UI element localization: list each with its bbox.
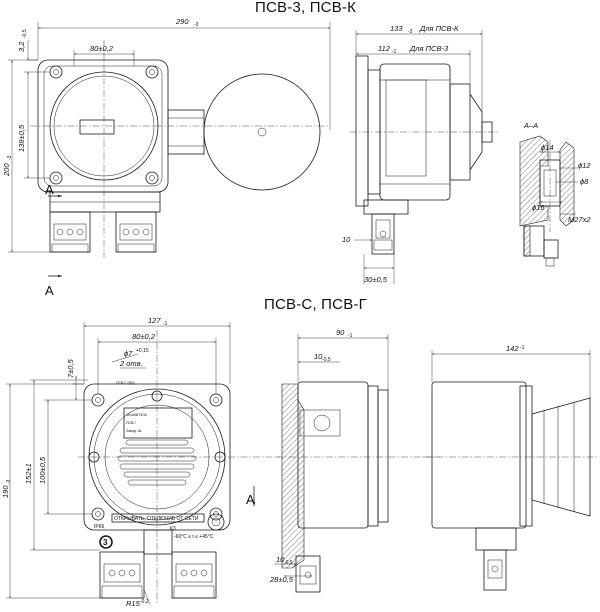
dim-phi7: ϕ7 xyxy=(124,349,133,358)
dim-phi12: ϕ12 xyxy=(578,161,591,170)
section-a-a-label: А–А xyxy=(523,121,538,130)
dim-80-bottom: 80±0,2 xyxy=(132,332,156,341)
dim-138: 138±0,5 xyxy=(17,124,26,152)
dim-r15-tol: -0,2 xyxy=(140,599,149,605)
dim-127-tol: -1 xyxy=(163,321,168,327)
dim-3-2: 3,2 xyxy=(17,41,26,52)
section-mark-a-upper: А xyxy=(45,182,54,197)
plate-k3: К3 xyxy=(170,526,176,532)
dim-200-tol: -3 xyxy=(7,155,13,160)
bottom-horn-dimensions: 142 -1 xyxy=(431,344,591,398)
plate-model: ПСВ-Г xyxy=(126,421,137,425)
plate-code: ПСВ-Г (ВП) xyxy=(116,381,135,385)
dim-m27: М27х2 xyxy=(568,215,591,224)
plate-ex-marking: 1ExdIIBT4Gb xyxy=(126,413,147,417)
dim-80: 80±0,2 xyxy=(90,44,114,53)
top-front-view xyxy=(30,40,330,258)
top-side-view xyxy=(350,55,500,255)
dim-phi14: ϕ14 xyxy=(541,143,554,152)
plate-temp: -60°C ≤ t ≤ +45°C xyxy=(174,534,214,540)
plate-serial: Завод. № xyxy=(126,429,142,433)
dim-127: 127 xyxy=(148,316,161,325)
dim-phi16: ϕ16 xyxy=(532,203,545,212)
dim-142: 142 xyxy=(506,344,519,353)
section-a-a: А–А ϕ14 ϕ12 ϕ8 ϕ16 М27х2 xyxy=(519,121,591,267)
bottom-front-view: 1ExdIIBT4Gb ПСВ-Г Завод. № ПСВ-Г (ВП) ОТ… xyxy=(78,330,280,604)
dim-7: 7±0,5 xyxy=(66,358,75,378)
dim-30: 30±0,5 xyxy=(364,275,388,284)
dim-10-lower: 10 xyxy=(276,555,285,564)
top-side-dimensions: 133 -3 Для ПСВ-К 112 -1 Для ПСВ-3 10 30±… xyxy=(342,24,483,284)
plate-ip: IP66 xyxy=(94,524,105,530)
dim-133: 133 xyxy=(390,24,403,33)
section-mark-a-lower: А xyxy=(45,283,54,298)
bottom-side-view xyxy=(276,381,440,593)
dim-112-note: Для ПСВ-3 xyxy=(409,44,449,53)
dim-3-2-tol: -0,5 xyxy=(22,29,28,38)
dim-10-lower-tol: -0,5 xyxy=(284,560,293,566)
dim-112: 112 xyxy=(378,44,391,53)
top-dimensions: 290 -3 80±0,2 3,2 -0,5 138±0,5 200 -3 А … xyxy=(2,17,331,298)
dim-2-holes: 2 отв. xyxy=(119,359,143,368)
dim-phi7-tol: +0,15 xyxy=(136,348,149,354)
dim-133-note: Для ПСВ-К xyxy=(419,24,459,33)
dim-10-top: 10 xyxy=(342,235,351,244)
dim-200: 200 xyxy=(2,163,11,177)
dim-142-tol: -1 xyxy=(520,345,525,351)
dim-90-tol: -1 xyxy=(348,333,353,339)
ground-symbol-icon: 3 xyxy=(103,538,108,547)
dim-290: 290 xyxy=(175,17,189,26)
dim-112-tol: -1 xyxy=(392,49,397,55)
section-mark-a-bottom: А xyxy=(246,492,255,507)
plate-warning: ОТКРЫВАТЬ, ОТКЛЮЧИВ ОТ СЕТИ xyxy=(114,516,199,522)
dim-290-tol: -3 xyxy=(194,22,199,28)
dim-190: 190 xyxy=(1,485,10,498)
dim-90: 90 xyxy=(336,328,345,337)
dim-152: 152±1 xyxy=(24,463,33,484)
dim-133-tol: -3 xyxy=(408,29,413,35)
bottom-horn-view xyxy=(424,381,598,591)
bottom-front-dimensions: 127 -1 80±0,2 ϕ7 +0,15 2 отв. 7±0,5 152±… xyxy=(1,316,256,608)
dim-r15: R15 xyxy=(126,599,141,608)
dim-28: 28±0,5 xyxy=(269,575,294,584)
dim-10-side-tol: -0,5 xyxy=(322,357,331,363)
dim-phi8: ϕ8 xyxy=(580,177,589,186)
title-top: ПСВ-3, ПСВ-К xyxy=(255,0,357,16)
bottom-side-dimensions: 90 -1 10 -0,5 10 -0,5 28±0,5 xyxy=(269,328,389,584)
dim-190-tol: -3 xyxy=(6,479,12,484)
dim-100: 100±0,5 xyxy=(38,456,47,484)
dim-10-side: 10 xyxy=(314,352,323,361)
title-bottom: ПСВ-С, ПСВ-Г xyxy=(264,296,367,313)
